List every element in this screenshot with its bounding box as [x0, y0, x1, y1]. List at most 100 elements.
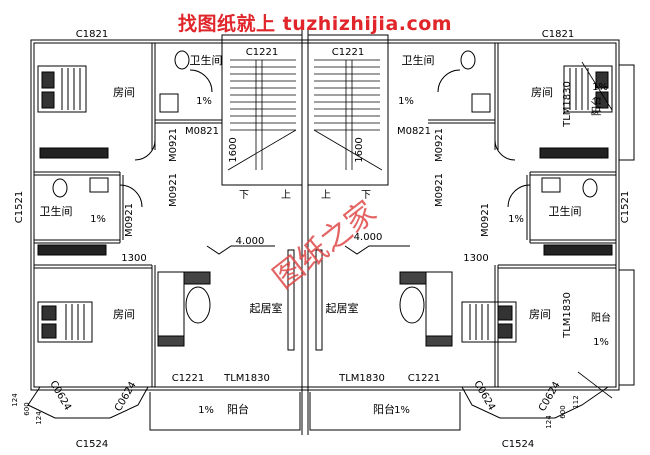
toilet — [460, 50, 476, 70]
stair-label: 上 — [321, 189, 331, 201]
dim-label: 124 — [11, 393, 19, 407]
door-swing — [119, 184, 143, 208]
sofa-set — [157, 271, 211, 347]
window-label: C1821 — [542, 29, 574, 40]
dim-label: 1300 — [463, 253, 488, 264]
window-label: TLM1830 — [562, 292, 573, 339]
window-label: C0624 — [471, 379, 497, 413]
bed — [37, 65, 87, 113]
room-label: 卫生间 — [549, 204, 582, 218]
slope-label: 1% — [508, 214, 524, 225]
watermark-top: 找图纸就上 tuzhizhijia.com — [178, 13, 453, 35]
room-label: 卫生间 — [40, 204, 73, 218]
elevation-label: 4.000 — [354, 232, 383, 243]
balcony-rail-side — [619, 64, 635, 161]
slope-label: 1% — [592, 82, 608, 93]
dim-label: 124 — [35, 411, 43, 425]
wardrobe — [37, 244, 107, 256]
wardrobe — [539, 147, 609, 159]
door-label: M0821 — [185, 126, 219, 137]
bed — [563, 65, 613, 113]
window-label: C1521 — [620, 191, 631, 223]
stair-treads-left — [227, 59, 297, 171]
window-label: C1524 — [76, 439, 108, 450]
slope-label: 1% — [196, 96, 212, 107]
outer-wall-inner — [33, 42, 617, 388]
window-label: TLM1830 — [562, 81, 573, 128]
window-label: C1521 — [14, 191, 25, 223]
balcony-rail — [309, 392, 461, 431]
entry-door — [315, 249, 323, 351]
door-swing — [437, 69, 461, 93]
slope-label: 1% — [593, 337, 609, 348]
dim-label: 1600 — [228, 137, 239, 162]
elevation-label: 4.000 — [236, 236, 265, 247]
door-swing — [189, 69, 213, 93]
room-label: 阳台 — [590, 96, 603, 116]
dim-label: 1300 — [121, 253, 146, 264]
window-label: C1221 — [246, 47, 278, 58]
door-swing — [507, 184, 531, 208]
room-label: 起居室 — [250, 301, 283, 315]
slope-label: 1% — [198, 405, 214, 416]
slope-label: 1% — [398, 96, 414, 107]
window-label: C1221 — [332, 47, 364, 58]
toilet — [582, 178, 598, 198]
door-label: M0821 — [397, 126, 431, 137]
sink — [159, 93, 179, 113]
bed — [461, 301, 517, 343]
dim-label: 112 — [572, 395, 580, 408]
sofa-set — [399, 271, 453, 347]
wardrobe — [39, 147, 109, 159]
door-label: M0921 — [168, 173, 179, 207]
elevation-marker — [344, 245, 410, 255]
slope-label: 1% — [394, 405, 410, 416]
dim-label: 124 — [545, 415, 553, 429]
room-label: 阳台 — [591, 311, 611, 324]
door-swing — [134, 139, 156, 161]
dim-label: 1600 — [354, 137, 365, 162]
window-label: TLM1830 — [338, 373, 385, 384]
room-label: 房间 — [113, 86, 135, 99]
room-label: 卫生间 — [402, 53, 435, 67]
balcony-rail-side — [619, 269, 635, 386]
bay-window — [461, 386, 609, 419]
sink — [89, 177, 109, 193]
elevation-marker — [206, 245, 275, 255]
room-label: 阳台 — [373, 402, 395, 416]
dim-label: 600 — [559, 405, 567, 418]
door-label: M0921 — [434, 173, 445, 207]
stair-enclosure-right — [307, 34, 389, 186]
window-label: C1221 — [408, 373, 440, 384]
dim-label: 600 — [23, 402, 31, 415]
stair-treads-right — [313, 59, 383, 171]
sink — [471, 93, 491, 113]
entry-door — [287, 249, 295, 351]
toilet — [52, 178, 68, 198]
window-label: C1221 — [172, 373, 204, 384]
toilet — [174, 50, 190, 70]
stair-label: 下 — [361, 190, 371, 201]
room-label: 阳台 — [227, 402, 249, 416]
door-label: M0921 — [480, 203, 491, 237]
room-label: 卫生间 — [190, 53, 223, 67]
balcony-rail — [149, 392, 301, 431]
wardrobe — [543, 244, 613, 256]
room-label: 房间 — [113, 308, 135, 321]
room-label: 房间 — [531, 86, 553, 99]
window-label: C0624 — [113, 380, 139, 414]
door-swing — [494, 139, 516, 161]
window-label: C0624 — [47, 379, 73, 413]
stair-label: 上 — [281, 189, 291, 201]
room-label: 房间 — [529, 308, 551, 321]
door-label: M0921 — [124, 203, 135, 237]
door-label: M0921 — [168, 128, 179, 162]
window-label: C1821 — [76, 29, 108, 40]
stair-label: 下 — [239, 190, 249, 201]
window-label: C1524 — [502, 439, 534, 450]
room-label: 起居室 — [326, 301, 359, 315]
stair-enclosure-left — [221, 34, 303, 186]
door-label: M0921 — [434, 128, 445, 162]
sink — [541, 177, 561, 193]
